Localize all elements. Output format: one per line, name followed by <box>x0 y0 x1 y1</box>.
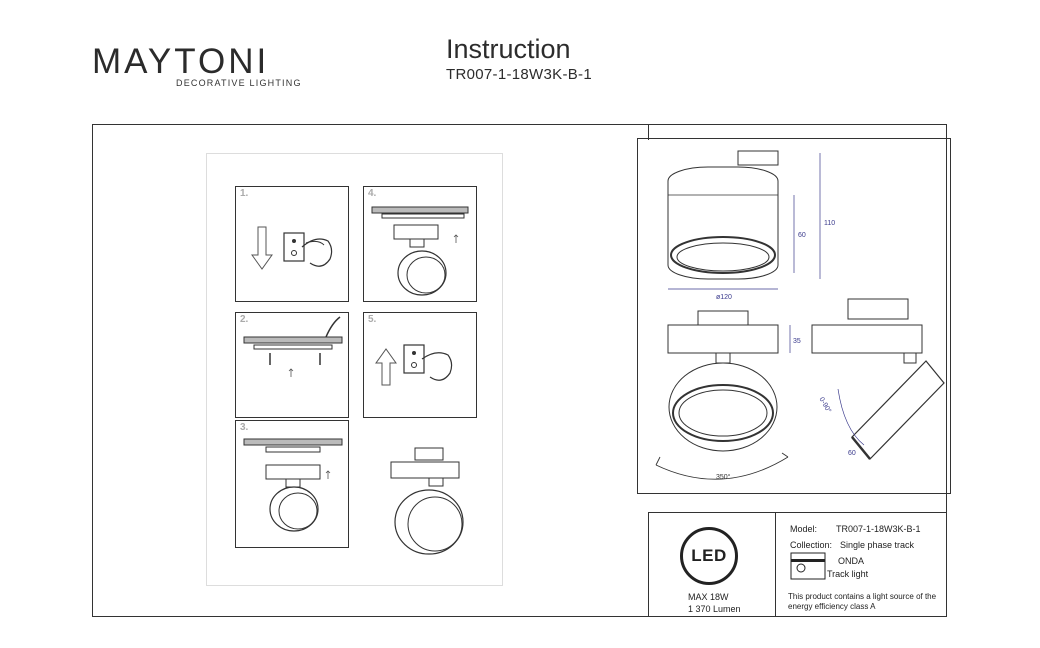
dim-tilt: 0-90° <box>818 396 833 415</box>
step-number: 1. <box>240 188 249 199</box>
frame-divider-right <box>775 512 776 617</box>
step-5-panel: 5. <box>363 312 477 418</box>
dim-track: 35 <box>793 338 801 345</box>
dim-total-height: 110 <box>824 220 835 227</box>
energy-note-line1: This product contains a light source of … <box>788 592 937 601</box>
step-1-illustration <box>251 226 333 270</box>
technical-drawing-panel: 60 110 ø120 35 350° 0-90° 60 <box>637 138 951 494</box>
led-badge-text: LED <box>691 546 727 565</box>
assembled-lamp-illustration <box>390 447 464 555</box>
model-code: TR007-1-18W3K-B-1 <box>446 66 592 83</box>
led-badge: LED <box>680 527 738 585</box>
lumen-rating: 1 370 Lumen <box>688 604 741 614</box>
collection-label: Collection: <box>790 540 833 550</box>
frame-divider-left <box>648 512 649 617</box>
frame-divider-info <box>648 512 947 513</box>
brand-tagline: DECORATIVE LIGHTING <box>176 78 302 88</box>
series-name: ONDA <box>838 556 865 566</box>
step-number: 4. <box>368 188 377 199</box>
step-3-illustration <box>243 438 343 532</box>
step-2-illustration <box>243 316 343 377</box>
dim-depth: 60 <box>848 450 856 457</box>
step-2-panel: 2. <box>235 312 349 418</box>
step-3-panel: 3. <box>235 420 349 548</box>
frame-divider-top <box>648 124 649 140</box>
collection-value: Single phase track <box>840 540 915 550</box>
model-value: TR007-1-18W3K-B-1 <box>836 524 921 534</box>
step-number: 3. <box>240 422 249 433</box>
step-5-illustration <box>375 344 453 386</box>
dim-shade-height: 60 <box>798 232 806 239</box>
instruction-frame <box>92 124 947 617</box>
model-label: Model: <box>790 524 818 534</box>
step-number: 2. <box>240 314 249 325</box>
installation-steps: 1. 2. 3. <box>206 153 503 586</box>
dim-diameter: ø120 <box>716 294 732 301</box>
step-4-illustration <box>371 206 469 296</box>
document-title: Instruction <box>446 34 571 64</box>
step-1-panel: 1. <box>235 186 349 302</box>
product-type: Track light <box>827 569 869 579</box>
dim-rotation: 350° <box>716 473 731 481</box>
power-rating: MAX 18W <box>688 592 729 602</box>
step-4-panel: 4. <box>363 186 477 302</box>
brand-logo: MAYTONI <box>92 42 270 81</box>
energy-note-line2: energy efficiency class A <box>788 602 876 611</box>
track-light-icon <box>790 552 826 580</box>
technical-drawing: 60 110 ø120 35 350° 0-90° 60 <box>655 150 945 481</box>
step-number: 5. <box>368 314 377 325</box>
